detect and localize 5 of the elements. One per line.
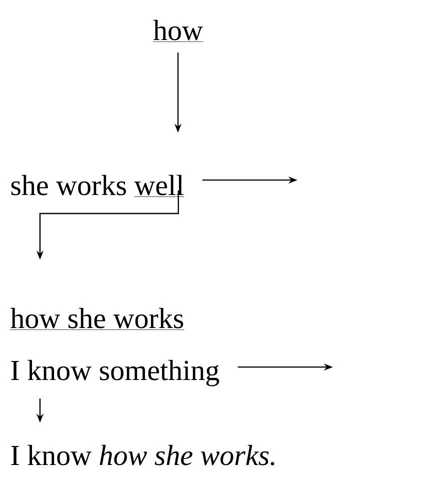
sentence-text: how [152, 20, 204, 42]
sentence-text: how she works [10, 308, 184, 330]
sentence-text: I know how she works. [11, 444, 274, 466]
sentence-text: she works well [11, 174, 184, 197]
sentence-text: I know something [11, 360, 220, 386]
